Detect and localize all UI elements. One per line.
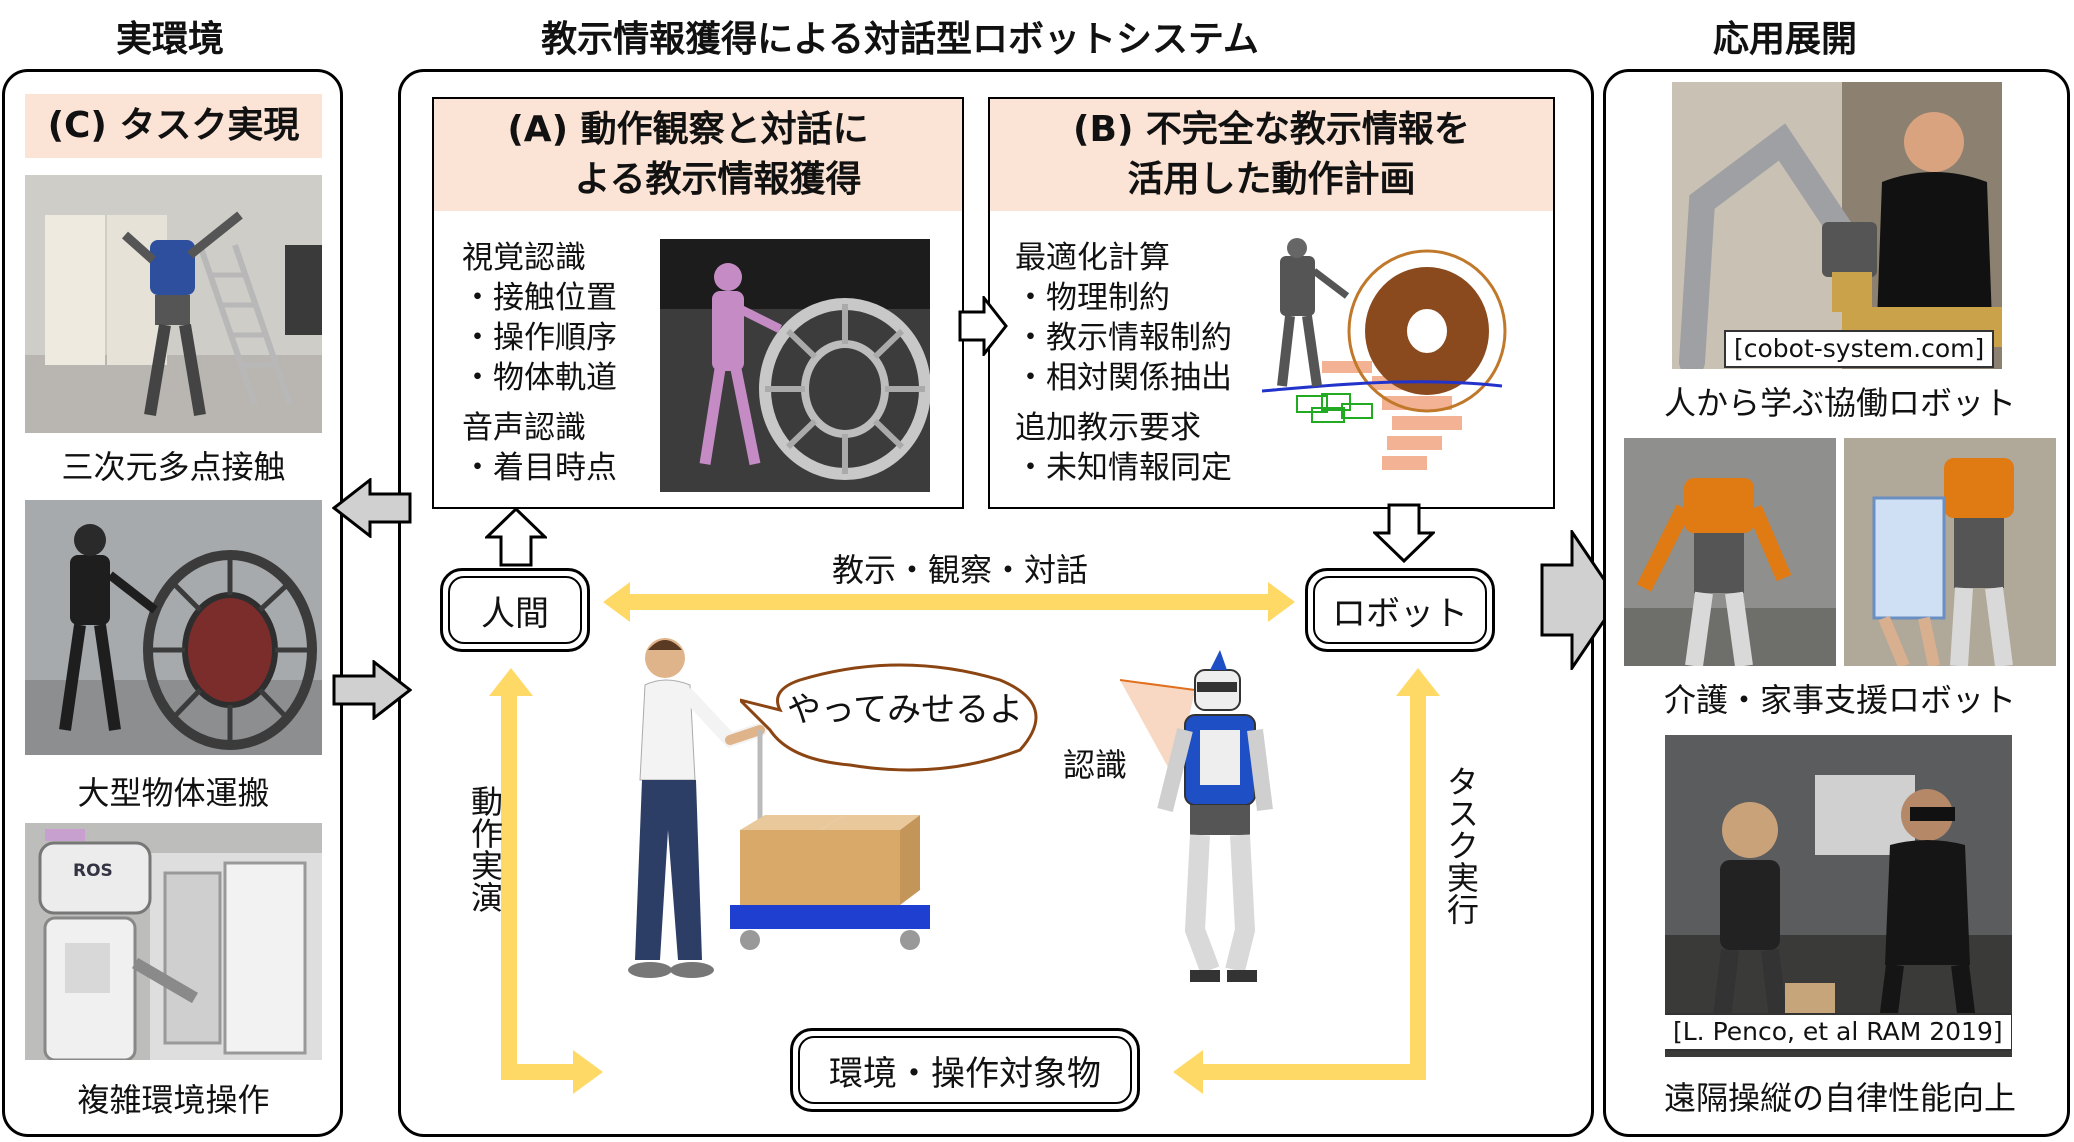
box-b-line-optimization: 最適化計算 — [1015, 240, 1170, 276]
arrow-a-to-b — [958, 296, 1008, 356]
box-a-line-trajectory: ・物体軌道 — [462, 360, 617, 396]
header-applications: 応用展開 — [1712, 19, 1857, 60]
caption-large-object: 大型物体運搬 — [77, 774, 270, 812]
photo-care-robot-1 — [1624, 438, 1836, 666]
box-a-line-speech: 音声認識 — [462, 410, 586, 446]
box-b-line-physics: ・物理制約 — [1015, 280, 1170, 316]
caption-multi-contact: 三次元多点接触 — [61, 448, 286, 486]
yellow-arrows — [489, 582, 1440, 1094]
caption-cobot: 人から学ぶ協働ロボット — [1663, 384, 2016, 422]
box-a-title-line2: よる教示情報獲得 — [574, 159, 862, 200]
humanoid-robot-illustration — [1119, 650, 1273, 982]
header-real-environment: 実環境 — [115, 19, 224, 60]
arrow-to-applications — [1540, 530, 1620, 670]
box-a-line-attention: ・着目時点 — [462, 450, 617, 486]
caption-care-robot: 介護・家事支援ロボット — [1663, 681, 2016, 719]
box-b-line-unknown: ・未知情報同定 — [1015, 450, 1232, 486]
box-b-line-relative: ・相対関係抽出 — [1015, 360, 1232, 396]
credit-teleoperation: [L. Penco, et al RAM 2019] — [1665, 1013, 2012, 1051]
photo-care-robot-2 — [1844, 438, 2056, 666]
node-human: 人間 — [440, 568, 590, 652]
photo-teleoperation: [L. Penco, et al RAM 2019] — [1665, 735, 2012, 1057]
node-robot-label: ロボット — [1332, 593, 1468, 634]
photo-cobot: [cobot-system.com] — [1672, 82, 2002, 369]
label-recognition: 認識 — [1062, 746, 1127, 784]
photo-multi-contact — [25, 175, 322, 433]
node-environment-label: 環境・操作対象物 — [829, 1053, 1101, 1094]
arrow-to-real-env — [332, 478, 412, 538]
arrow-human-to-a — [485, 507, 547, 567]
label-teach-observe-dialog: 教示・観察・対話 — [831, 551, 1088, 589]
box-a-title-line1: (A) 動作観察と対話に — [507, 109, 869, 150]
photo-large-object — [25, 500, 322, 755]
speech-bubble-text: やってみせるよ — [786, 690, 1024, 730]
label-task-execution: タスク実行 — [1442, 765, 1480, 925]
box-b-line-teaching-constraint: ・教示情報制約 — [1015, 320, 1232, 356]
node-human-label: 人間 — [481, 593, 549, 634]
box-a-line-visual: 視覚認識 — [462, 240, 586, 276]
box-b-title-line1: (B) 不完全な教示情報を — [1073, 109, 1470, 150]
photo-complex-environment: ROS — [25, 823, 322, 1060]
task-realization-title: (C) タスク実現 — [25, 94, 322, 158]
node-robot: ロボット — [1305, 568, 1495, 652]
box-b-title-line2: 活用した動作計画 — [1127, 159, 1416, 200]
box-a-line-order: ・操作順序 — [462, 320, 617, 356]
header-system-title: 教示情報獲得による対話型ロボットシステム — [541, 19, 1259, 60]
caption-teleoperation: 遠隔操縦の自律性能向上 — [1663, 1079, 2016, 1117]
box-a-title: (A) 動作観察と対話に よる教示情報獲得 — [434, 99, 962, 211]
node-environment: 環境・操作対象物 — [790, 1028, 1140, 1112]
human-with-cart-illustration — [628, 638, 930, 978]
box-a-line-contact: ・接触位置 — [462, 280, 617, 316]
motion-plan-image — [1262, 236, 1542, 476]
caption-complex-environment: 複雑環境操作 — [77, 1081, 270, 1119]
ros-logo-label: ROS — [73, 861, 113, 881]
arrow-from-real-env — [332, 660, 412, 720]
credit-cobot: [cobot-system.com] — [1724, 330, 1995, 368]
arrow-b-to-robot — [1373, 503, 1435, 563]
label-motion-demo: 動作実演 — [466, 785, 504, 913]
pointcloud-image — [660, 239, 930, 492]
box-b-title: (B) 不完全な教示情報を 活用した動作計画 — [990, 99, 1553, 211]
box-b-line-additional: 追加教示要求 — [1015, 410, 1201, 446]
speech-bubble-shape — [740, 663, 1038, 772]
